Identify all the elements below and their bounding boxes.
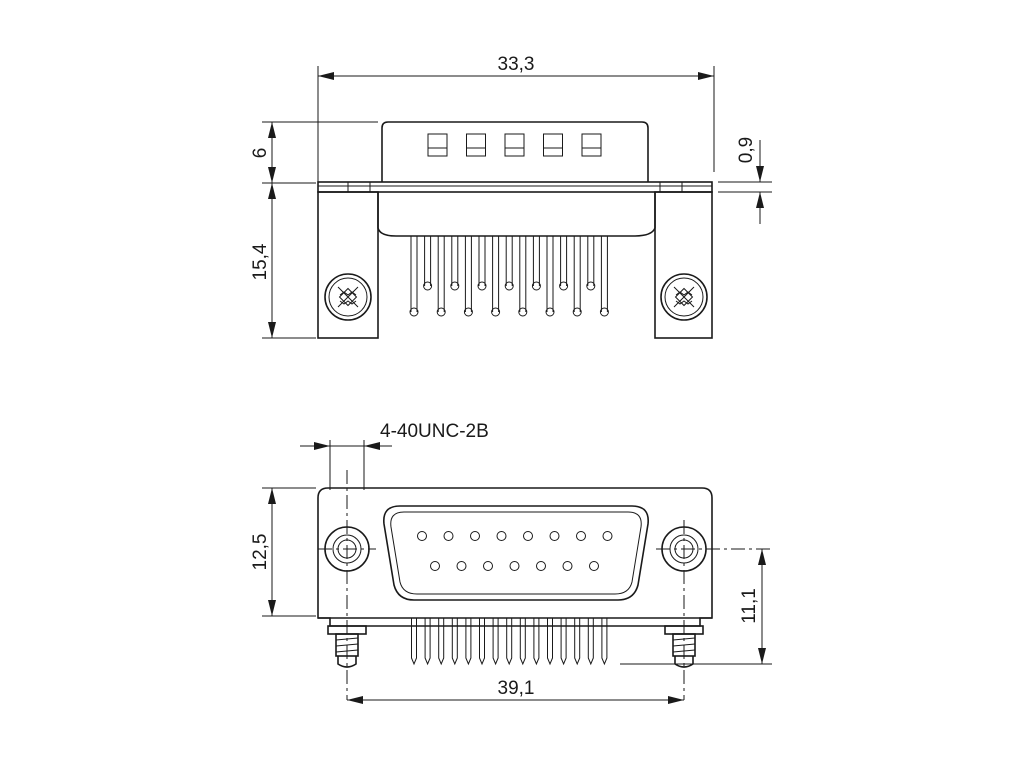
- pin-window: [466, 133, 486, 157]
- label-height-center: 11,1: [739, 588, 760, 624]
- contact: [509, 561, 520, 571]
- pin: [560, 618, 567, 666]
- contact: [483, 561, 493, 571]
- pin: [574, 618, 581, 666]
- pin: [505, 236, 513, 286]
- pin: [547, 618, 553, 666]
- dim-width-overall: 33,3: [317, 54, 715, 182]
- pin: [492, 618, 499, 666]
- pin: [533, 618, 540, 666]
- pin: [410, 236, 418, 312]
- top-view: 33,3 6 15,4 0,9: [250, 54, 772, 339]
- boardlock-left: [327, 625, 367, 668]
- dim-thread: 4-40UNC-2B: [300, 421, 489, 490]
- pin: [451, 618, 458, 666]
- flange-tab-right: [659, 181, 683, 193]
- front-flange: [317, 487, 713, 619]
- bracket-left: [317, 191, 379, 339]
- pin: [451, 236, 459, 286]
- pin: [464, 236, 472, 312]
- top-flange: [317, 181, 713, 193]
- label-width-overall: 33,3: [498, 54, 535, 75]
- pin-window: [427, 133, 448, 157]
- pin: [573, 236, 581, 312]
- contact: [536, 561, 546, 571]
- label-height-shell: 6: [250, 148, 271, 159]
- pin: [437, 236, 445, 312]
- label-thread-spec: 4-40UNC-2B: [380, 421, 489, 442]
- contact: [456, 561, 467, 571]
- contact: [589, 561, 599, 571]
- pin: [424, 236, 432, 286]
- contact: [430, 561, 440, 571]
- insulator-body: [377, 192, 656, 237]
- pin: [478, 236, 486, 286]
- dim-hole-spacing: 39,1: [347, 678, 684, 704]
- dim-height-center: 11,1: [620, 549, 772, 665]
- pin: [424, 618, 431, 666]
- side-pins: [409, 236, 609, 317]
- contact: [443, 531, 454, 541]
- pin: [519, 618, 526, 666]
- pin: [411, 618, 417, 666]
- screw-left: [324, 273, 372, 321]
- pin-window: [581, 133, 602, 157]
- pin: [519, 236, 527, 312]
- dim-height-shell: 6: [250, 121, 378, 184]
- pin: [600, 236, 608, 312]
- flange-tab-left: [347, 181, 371, 193]
- pin: [506, 618, 513, 666]
- label-height-body: 15,4: [250, 243, 271, 280]
- pin: [532, 236, 540, 286]
- label-height-front: 12,5: [250, 534, 271, 571]
- label-hole-spacing: 39,1: [498, 678, 535, 699]
- contact: [602, 531, 613, 541]
- contact: [576, 531, 586, 541]
- dim-height-body: 15,4: [250, 183, 316, 339]
- pin: [546, 236, 554, 312]
- pin-window: [504, 133, 525, 157]
- front-contacts: [417, 531, 613, 571]
- front-view: 4-40UNC-2B 12,5 11,1 39,1: [250, 421, 772, 704]
- bracket-right: [654, 191, 713, 339]
- top-shell: [381, 121, 649, 182]
- pin-window: [543, 133, 563, 157]
- screw-right: [660, 273, 708, 321]
- dim-height-front: 12,5: [250, 487, 316, 617]
- pin: [438, 618, 445, 666]
- pin: [492, 236, 500, 312]
- pin: [601, 618, 608, 666]
- contact: [523, 531, 533, 541]
- contact: [417, 531, 427, 541]
- pin: [465, 618, 472, 666]
- pin: [587, 618, 594, 666]
- contact: [496, 531, 507, 541]
- contact: [549, 531, 560, 541]
- contact: [562, 561, 573, 571]
- front-d-shell: [383, 505, 649, 601]
- contact: [470, 531, 480, 541]
- pin: [560, 236, 568, 286]
- dim-flange-thickness: 0,9: [718, 137, 772, 224]
- label-flange-thickness: 0,9: [736, 137, 757, 163]
- bottom-pins: [411, 618, 608, 666]
- pin: [587, 236, 595, 286]
- pin: [479, 618, 485, 666]
- top-pin-windows: [427, 133, 602, 157]
